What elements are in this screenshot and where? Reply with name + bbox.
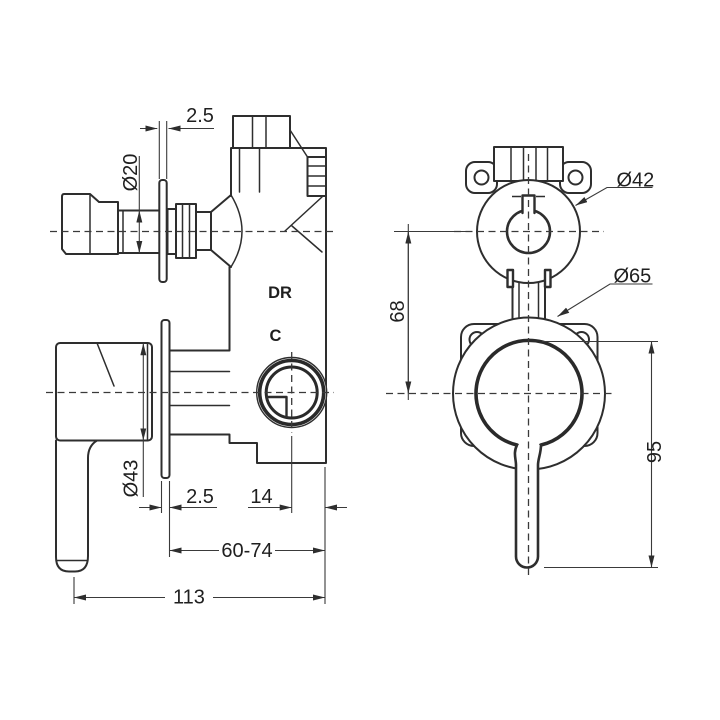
lower-stem-outline xyxy=(169,349,231,436)
ext-lines-top-plate xyxy=(158,121,168,179)
outlet-mark-label: DR xyxy=(268,284,292,302)
leader-trim-diameter xyxy=(557,283,653,317)
ext-lines-bottom-plate xyxy=(160,481,171,557)
dim-top-plate-thickness: 2.5 xyxy=(186,105,214,127)
mount-ear-left-hole xyxy=(473,169,490,186)
ext-lines-lever xyxy=(542,340,658,569)
neck-tab-right xyxy=(543,268,552,289)
dim-overall-depth: 113 xyxy=(173,587,205,609)
handle-cap xyxy=(55,342,153,442)
dim-bottom-plate-thickness: 2.5 xyxy=(186,486,214,508)
dim-handle-base-diameter: Ø43 xyxy=(121,460,143,498)
housing-cone xyxy=(210,194,232,268)
lower-wall-flange xyxy=(160,319,171,479)
neck-tab-left xyxy=(506,268,515,289)
mount-bracket-block xyxy=(493,146,564,182)
top-port-block xyxy=(232,115,291,149)
neck-inner-lines xyxy=(518,282,540,321)
housing-bell-arc xyxy=(230,194,243,268)
dim-outlet-offset: 14 xyxy=(250,486,272,508)
dim-trim-ring-diameter: Ø65 xyxy=(614,266,652,288)
ext-lines-outlet xyxy=(291,436,326,604)
mixer-lever-front xyxy=(513,443,543,569)
hex-plug-flats xyxy=(306,165,327,187)
top-port-ribs xyxy=(251,115,309,158)
dim-centre-distance: 68 xyxy=(387,300,409,322)
dimensions-side-view: 2.5 Ø20 Ø43 2.5 14 60-74 113 xyxy=(73,105,347,609)
body-internal-edges xyxy=(284,196,323,253)
lower-stem-inner xyxy=(169,370,231,407)
handle-cap-cone-line xyxy=(96,342,115,387)
bracket-ribs xyxy=(510,146,549,182)
mixer-lever-side xyxy=(55,439,98,573)
brand-mark-label: C xyxy=(270,327,282,345)
front-view xyxy=(386,146,612,576)
dim-diverter-knob-diameter: Ø42 xyxy=(617,170,655,192)
leader-knob-diameter xyxy=(575,186,653,206)
dimensions-front-view: 68 95 Ø42 Ø65 xyxy=(387,170,666,569)
inlet-channel-lines xyxy=(238,147,261,193)
diverter-knob-side xyxy=(61,193,119,255)
dim-knob-stem-diameter: Ø20 xyxy=(120,154,142,192)
dim-install-depth-range: 60-74 xyxy=(221,540,272,562)
mount-ear-right-hole xyxy=(567,169,584,186)
dim-lever-length: 95 xyxy=(644,441,666,463)
outlet-keyway-notch xyxy=(265,395,288,419)
